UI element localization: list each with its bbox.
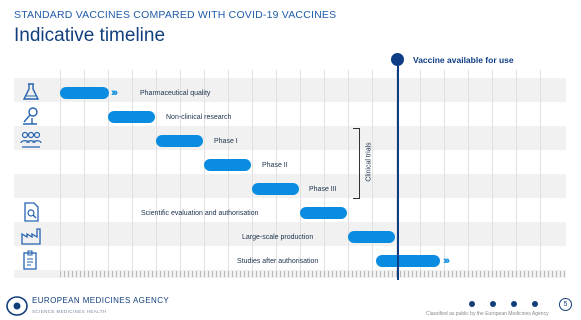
people-group-icon — [20, 131, 42, 148]
grid-line — [204, 70, 205, 275]
classification-note: Classified as public by the European Med… — [426, 311, 549, 317]
row-band — [14, 126, 566, 150]
grid-line — [420, 70, 421, 275]
pagination-dot[interactable] — [490, 301, 496, 307]
row-band — [14, 222, 566, 246]
step-bar-phase-2 — [204, 159, 251, 171]
grid-line — [372, 70, 373, 275]
grid-line — [492, 70, 493, 275]
grid-line — [540, 70, 541, 275]
pagination-dot[interactable] — [469, 301, 475, 307]
grid-line — [348, 70, 349, 275]
step-bar-large-scale-production — [348, 231, 395, 243]
continuation-chevrons: ››› — [111, 87, 118, 99]
grid-line — [108, 70, 109, 275]
vaccine-available-marker-dot — [391, 53, 404, 66]
page-subtitle: STANDARD VACCINES COMPARED WITH COVID-19… — [14, 9, 337, 21]
continuation-chevrons: ››› — [443, 255, 450, 267]
factory-icon — [21, 228, 41, 245]
grid-line — [228, 70, 229, 275]
step-bar-studies-after-authorisation — [376, 255, 440, 267]
clinical-trials-bracket — [353, 128, 360, 199]
ema-logo-icon — [6, 296, 28, 316]
vaccine-available-marker-line — [397, 60, 399, 280]
clinical-trials-label: Clinical trials — [365, 142, 373, 182]
step-bar-phase-1 — [156, 135, 203, 147]
grid-line — [324, 70, 325, 275]
page-title: Indicative timeline — [14, 25, 166, 46]
agency-name: EUROPEAN MEDICINES AGENCY — [32, 296, 170, 305]
clipboard-icon — [23, 250, 37, 270]
page-number: 5 — [559, 298, 572, 311]
grid-line — [468, 70, 469, 275]
step-label-pharmaceutical-quality: Pharmaceutical quality — [140, 90, 211, 97]
pagination-dot[interactable] — [532, 301, 538, 307]
grid-line — [396, 70, 397, 275]
step-label-non-clinical-research: Non-clinical research — [166, 114, 232, 121]
agency-tagline: SCIENCE MEDICINES HEALTH — [32, 309, 107, 314]
pagination-dot[interactable] — [511, 301, 517, 307]
step-label-scientific-evaluation: Scientific evaluation and authorisation — [141, 210, 259, 217]
step-label-phase-1: Phase I — [214, 138, 238, 145]
grid-line — [276, 70, 277, 275]
grid-line — [180, 70, 181, 275]
timeline-ticks — [60, 271, 566, 277]
step-label-large-scale-production: Large-scale production — [242, 234, 314, 241]
grid-line — [444, 70, 445, 275]
grid-line — [516, 70, 517, 275]
flask-icon — [22, 83, 40, 100]
step-bar-non-clinical-research — [108, 111, 155, 123]
grid-line — [132, 70, 133, 275]
step-label-studies-after-authorisation: Studies after authorisation — [237, 258, 319, 265]
step-label-phase-2: Phase II — [262, 162, 288, 169]
grid-line — [300, 70, 301, 275]
step-bar-phase-3 — [252, 183, 299, 195]
vaccine-available-label: Vaccine available for use — [413, 55, 514, 65]
document-review-icon — [24, 202, 39, 222]
step-bar-pharmaceutical-quality — [60, 87, 109, 99]
step-label-phase-3: Phase III — [309, 186, 337, 193]
microscope-icon — [23, 107, 38, 125]
step-bar-scientific-evaluation — [300, 207, 347, 219]
grid-line — [252, 70, 253, 275]
grid-line — [84, 70, 85, 275]
grid-line — [156, 70, 157, 275]
grid-line — [60, 70, 61, 275]
